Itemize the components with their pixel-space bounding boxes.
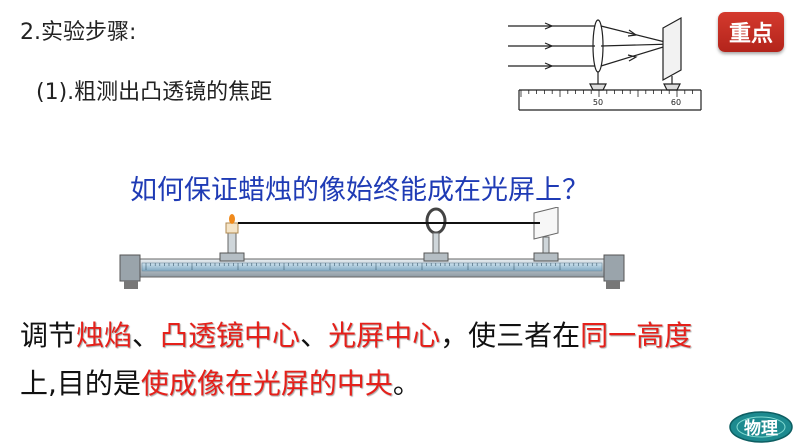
step-heading: 2.实验步骤: xyxy=(20,20,137,45)
highlight-phrase: 同一高度 xyxy=(580,319,693,352)
statement-text: 上,目的是 xyxy=(20,367,141,400)
statement-text: 、 xyxy=(300,319,329,352)
physics-logo: 物理 xyxy=(729,411,793,443)
ruler-label-50: 50 xyxy=(593,98,603,107)
highlight-phrase: 光屏中心 xyxy=(328,319,441,352)
highlight-phrase: 使成像在光屏的中央 xyxy=(140,367,393,400)
sub-step-title: (1).粗测出凸透镜的焦距 xyxy=(36,80,273,105)
key-point-badge: 重点 xyxy=(718,12,784,52)
statement-text: ，使三者在 xyxy=(440,319,581,352)
optical-bench-illustration xyxy=(119,207,625,289)
question-text: 如何保证蜡烛的像始终能成在光屏上？ xyxy=(130,175,589,206)
statement-text: 。 xyxy=(392,367,421,400)
statement-line-2: 上,目的是使成像在光屏的中央。 xyxy=(20,362,421,402)
highlight-phrase: 烛焰 xyxy=(76,319,133,352)
statement-line-1: 调节烛焰、凸透镜中心、光屏中心，使三者在同一高度 xyxy=(20,314,692,354)
focal-length-diagram: 50 60 xyxy=(508,16,702,111)
statement-text: 、 xyxy=(132,319,161,352)
statement-text: 调节 xyxy=(20,319,77,352)
logo-text: 物理 xyxy=(744,418,778,439)
ruler-label-60: 60 xyxy=(671,98,681,107)
highlight-phrase: 凸透镜中心 xyxy=(160,319,301,352)
